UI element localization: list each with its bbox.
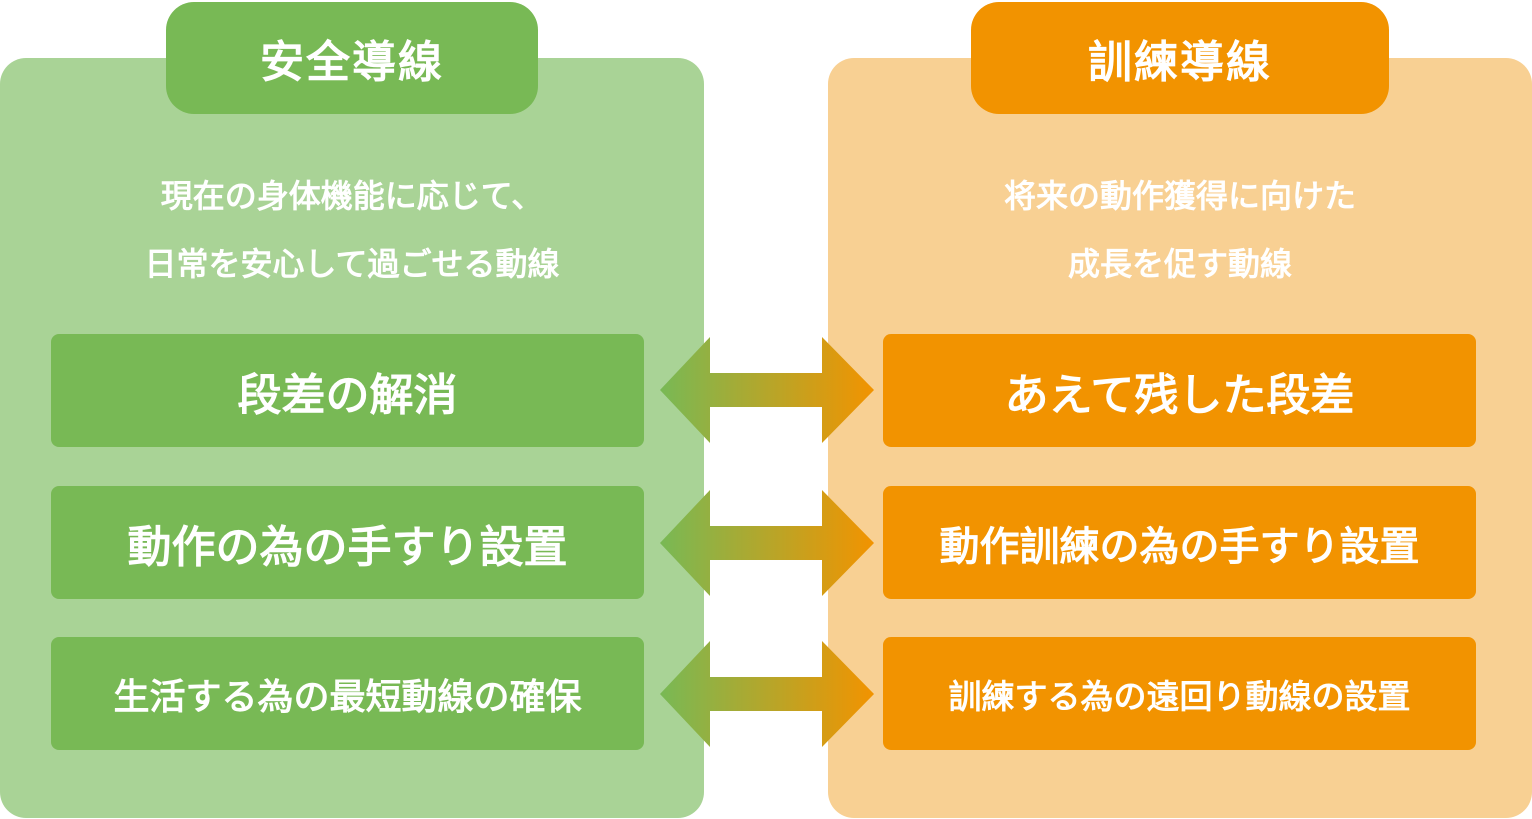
training-description-line-2: 成長を促す動線 bbox=[1067, 245, 1292, 283]
training-item-handrail: 動作訓練の為の手すり設置 bbox=[883, 486, 1476, 599]
training-title: 訓練導線 bbox=[971, 2, 1389, 114]
safety-title: 安全導線 bbox=[166, 2, 538, 114]
safety-item-shortest-route: 生活する為の最短動線の確保 bbox=[51, 637, 644, 750]
training-description-line-1: 将来の動作獲得に向けた bbox=[1003, 177, 1356, 215]
safety-item-handrail: 動作の為の手すり設置 bbox=[51, 486, 644, 599]
training-description: 将来の動作獲得に向けた 成長を促す動線 bbox=[868, 162, 1492, 292]
safety-description: 現在の身体機能に応じて、 日常を安心して過ごせる動線 bbox=[40, 162, 664, 292]
safety-item-step-removal: 段差の解消 bbox=[51, 334, 644, 447]
training-item-kept-step: あえて残した段差 bbox=[883, 334, 1476, 447]
safety-description-line-1: 現在の身体機能に応じて、 bbox=[160, 177, 544, 215]
safety-description-line-2: 日常を安心して過ごせる動線 bbox=[144, 245, 560, 283]
training-item-detour-route: 訓練する為の遠回り動線の設置 bbox=[883, 637, 1476, 750]
